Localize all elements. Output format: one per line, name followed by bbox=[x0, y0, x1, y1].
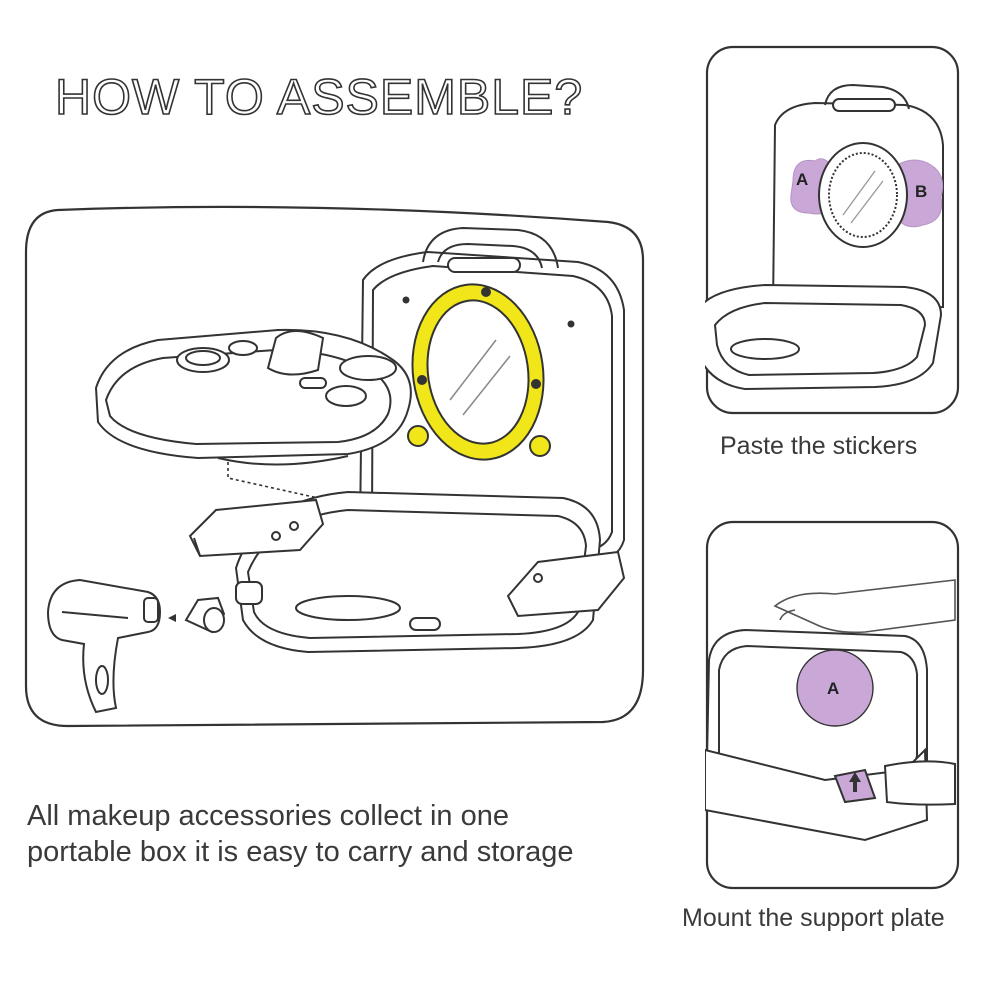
sticker-a-label: A bbox=[796, 170, 808, 189]
page-title: HOW TO ASSEMBLE? bbox=[54, 68, 584, 126]
sticker-a-circle bbox=[796, 649, 874, 727]
description: All makeup accessories collect in one po… bbox=[27, 798, 573, 870]
illustration-frame bbox=[24, 205, 645, 728]
sticker-b bbox=[896, 159, 944, 228]
up-arrow-icon bbox=[849, 772, 861, 792]
assembly-illustration bbox=[24, 205, 645, 728]
hair-dryer bbox=[46, 578, 162, 714]
step1-caption: Paste the stickers bbox=[720, 432, 918, 460]
step1-frame bbox=[705, 45, 960, 415]
step1-illustration: A B bbox=[705, 45, 960, 415]
left-arrow-icon bbox=[168, 614, 176, 622]
dryer-nozzle bbox=[184, 596, 226, 634]
side-tray-left bbox=[188, 498, 325, 558]
step2-illustration: A bbox=[705, 520, 960, 890]
mirror-small bbox=[818, 142, 908, 248]
description-line-1: All makeup accessories collect in one bbox=[27, 800, 509, 832]
accessory-tray bbox=[94, 328, 412, 466]
case-base bbox=[234, 490, 602, 654]
side-tray-right bbox=[506, 550, 626, 618]
sticker-a-label-2: A bbox=[827, 679, 839, 698]
description-line-2: portable box it is easy to carry and sto… bbox=[27, 836, 574, 868]
sticker-b-label: B bbox=[915, 182, 927, 201]
step2-frame bbox=[705, 520, 960, 890]
step2-caption: Mount the support plate bbox=[682, 904, 945, 932]
mirror bbox=[407, 283, 551, 461]
